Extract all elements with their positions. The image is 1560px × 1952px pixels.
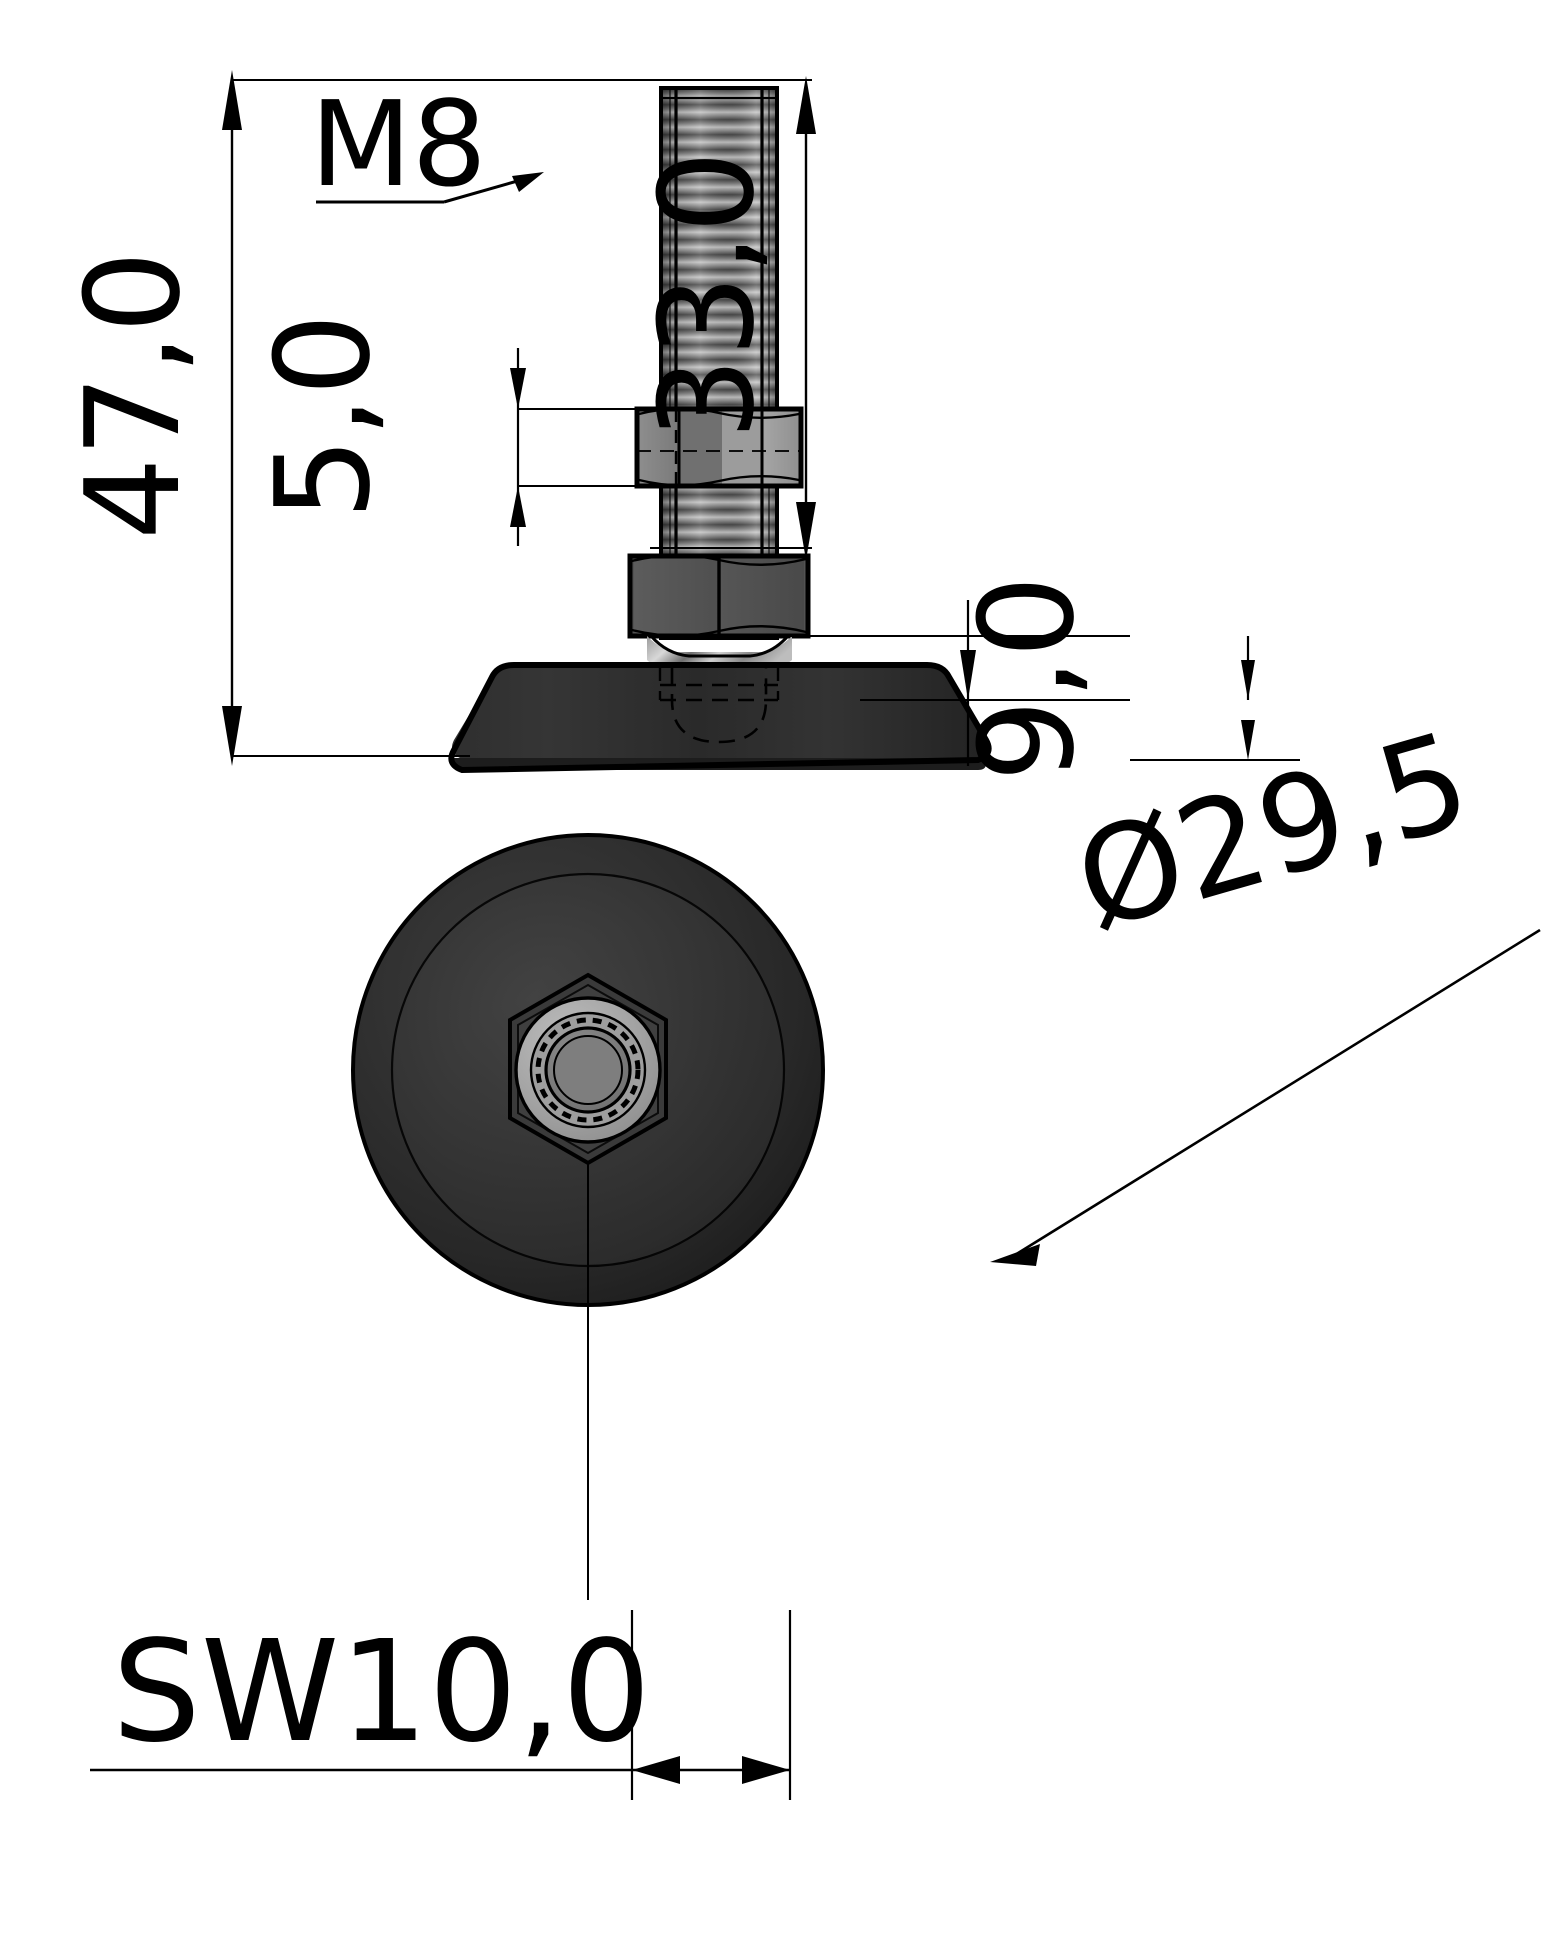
threaded-stud-m8: [659, 86, 779, 640]
dimension-pad-thickness: 9,0: [700, 575, 1300, 782]
front-elevation-view: 47,0 5,0 33,0: [57, 70, 1300, 782]
plan-bore-inner: [553, 1035, 623, 1105]
dimension-label-wrench-size: SW10,0: [112, 1611, 651, 1774]
dimension-label-thread-length: 33,0: [631, 151, 783, 440]
upper-lock-nut: [634, 406, 804, 489]
dimension-label-thread-spec: M8: [310, 75, 487, 213]
dimension-label-overall-height: 47,0: [57, 251, 209, 540]
lower-nut: [627, 553, 811, 639]
dimension-label-pad-thickness: 9,0: [951, 575, 1103, 782]
dimension-overall-height: 47,0: [57, 70, 560, 766]
dimension-wrench-size: SW10,0: [90, 1610, 792, 1800]
dimension-nut-height: 5,0: [247, 313, 642, 546]
dimension-thread-spec: M8: [310, 75, 544, 213]
dimension-thread-length: 33,0: [560, 76, 816, 560]
plan-thread-dashed-circle: [535, 1017, 641, 1123]
dimension-label-nut-height: 5,0: [247, 313, 399, 520]
base-pad-side: [448, 662, 992, 774]
